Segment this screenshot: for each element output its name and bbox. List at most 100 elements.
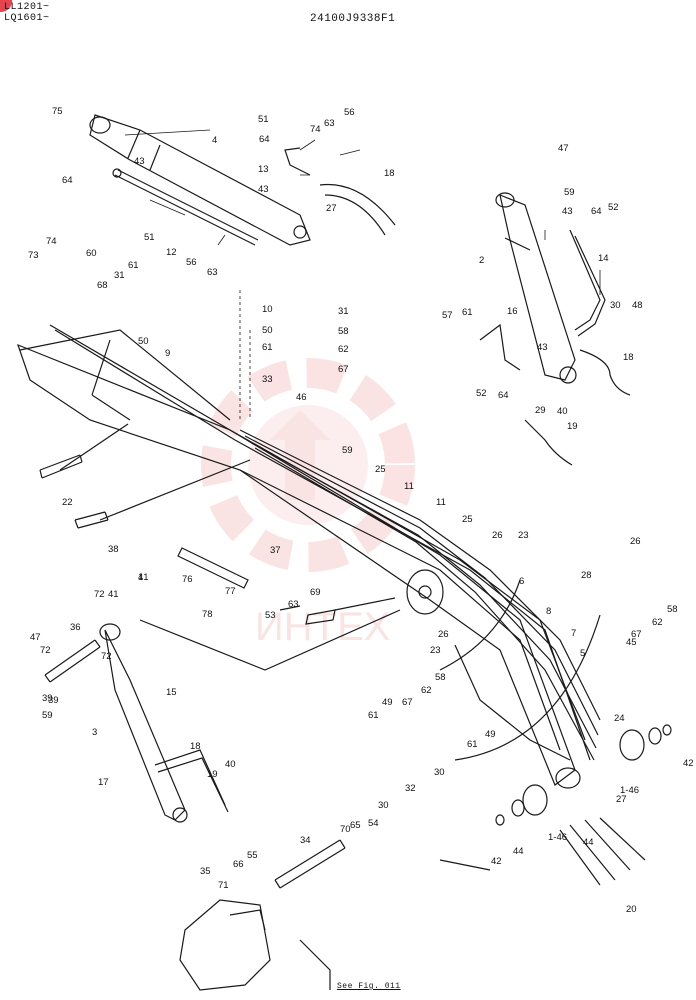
part-callout-4: 4 bbox=[212, 135, 217, 146]
part-callout-31: 31 bbox=[114, 270, 125, 281]
part-callout-20: 20 bbox=[626, 904, 637, 915]
part-callout-64: 64 bbox=[591, 206, 602, 217]
part-callout-65: 65 bbox=[350, 820, 361, 831]
part-callout-75: 75 bbox=[52, 106, 63, 117]
pipe-16 bbox=[479, 323, 521, 371]
part-callout-35: 35 bbox=[200, 866, 211, 877]
part-callout-72: 72 bbox=[94, 589, 105, 600]
hose-18-top bbox=[319, 183, 396, 236]
part-callout-58: 58 bbox=[667, 604, 678, 615]
part-callout-59: 59 bbox=[342, 445, 353, 456]
part-callout-26: 26 bbox=[492, 530, 503, 541]
part-callout-57: 57 bbox=[442, 310, 453, 321]
hose-18-right bbox=[579, 349, 631, 396]
part-callout-47: 47 bbox=[30, 632, 41, 643]
part-callout-1-46: 1-46 bbox=[548, 832, 567, 843]
pipe-12 bbox=[114, 169, 259, 246]
callout-labels: 7545164746356134318274364511256637460736… bbox=[28, 106, 694, 915]
part-callout-63: 63 bbox=[288, 599, 299, 610]
part-callout-61: 61 bbox=[467, 739, 478, 750]
part-callout-28: 28 bbox=[581, 570, 592, 581]
part-callout-51: 51 bbox=[144, 232, 155, 243]
pin-38 bbox=[39, 454, 83, 479]
part-callout-68: 68 bbox=[97, 280, 108, 291]
part-callout-19: 19 bbox=[207, 769, 218, 780]
part-callout-19: 19 bbox=[567, 421, 578, 432]
pipe-14 bbox=[569, 229, 601, 331]
part-callout-1: 1 bbox=[138, 572, 143, 583]
part-callout-53: 53 bbox=[265, 610, 276, 621]
part-callout-58: 58 bbox=[338, 326, 349, 337]
part-callout-58: 58 bbox=[435, 672, 446, 683]
part-callout-45: 45 bbox=[626, 637, 637, 648]
part-callout-30: 30 bbox=[434, 767, 445, 778]
part-callout-42: 42 bbox=[683, 758, 694, 769]
part-callout-52: 52 bbox=[476, 388, 487, 399]
part-callout-67: 67 bbox=[402, 697, 413, 708]
part-callout-51: 51 bbox=[258, 114, 269, 125]
part-callout-52: 52 bbox=[608, 202, 619, 213]
part-callout-63: 63 bbox=[324, 118, 335, 129]
bracket-base bbox=[179, 899, 271, 991]
series-line-2: LQ1601~ bbox=[4, 13, 50, 24]
part-callout-27: 27 bbox=[326, 203, 337, 214]
boom-cylinder-3 bbox=[104, 629, 186, 821]
part-callout-61: 61 bbox=[368, 710, 379, 721]
part-callout-31: 31 bbox=[338, 306, 349, 317]
series-line-1: LL1201~ bbox=[4, 2, 50, 13]
part-callout-25: 25 bbox=[462, 514, 473, 525]
pin-34 bbox=[274, 839, 346, 889]
part-callout-14: 14 bbox=[598, 253, 609, 264]
part-callout-69: 69 bbox=[310, 587, 321, 598]
part-callout-64: 64 bbox=[498, 390, 509, 401]
part-callout-12: 12 bbox=[166, 247, 177, 258]
part-callout-56: 56 bbox=[344, 107, 355, 118]
part-callout-62: 62 bbox=[652, 617, 663, 628]
part-callout-47: 47 bbox=[558, 143, 569, 154]
part-callout-49: 49 bbox=[485, 729, 496, 740]
part-callout-49: 49 bbox=[382, 697, 393, 708]
part-callout-34: 34 bbox=[300, 835, 311, 846]
part-callout-72: 72 bbox=[101, 651, 112, 662]
part-callout-61: 61 bbox=[128, 260, 139, 271]
part-callout-39: 39 bbox=[42, 693, 53, 704]
part-callout-26: 26 bbox=[630, 536, 641, 547]
part-callout-27: 27 bbox=[616, 794, 627, 805]
part-callout-2: 2 bbox=[479, 255, 484, 266]
part-callout-3: 3 bbox=[92, 727, 97, 738]
hoses-20 bbox=[559, 817, 646, 886]
part-callout-43: 43 bbox=[258, 184, 269, 195]
part-callout-74: 74 bbox=[46, 236, 57, 247]
plate-76 bbox=[177, 547, 249, 589]
part-callout-8: 8 bbox=[546, 606, 551, 617]
part-callout-41: 41 bbox=[138, 572, 149, 583]
watermark-gear-logo bbox=[201, 358, 415, 572]
part-callout-24: 24 bbox=[614, 713, 625, 724]
part-callout-18: 18 bbox=[623, 352, 634, 363]
part-callout-29: 29 bbox=[535, 405, 546, 416]
part-callout-1-46: 1-46 bbox=[620, 785, 639, 796]
part-callout-43: 43 bbox=[537, 342, 548, 353]
part-callout-40: 40 bbox=[225, 759, 236, 770]
pin-36 bbox=[44, 639, 101, 683]
part-callout-62: 62 bbox=[421, 685, 432, 696]
pin-37 bbox=[74, 511, 109, 529]
part-callout-44: 44 bbox=[583, 837, 594, 848]
hose-19 bbox=[524, 419, 573, 466]
part-callout-16: 16 bbox=[507, 306, 518, 317]
part-callout-43: 43 bbox=[134, 156, 145, 167]
part-callout-9: 9 bbox=[165, 348, 170, 359]
see-fig-reference: See Fig. 011 bbox=[337, 982, 401, 991]
part-callout-50: 50 bbox=[262, 325, 273, 336]
part-callout-32: 32 bbox=[405, 783, 416, 794]
part-callout-74: 74 bbox=[310, 124, 321, 135]
part-callout-70: 70 bbox=[340, 824, 351, 835]
part-callout-30: 30 bbox=[610, 300, 621, 311]
part-callout-37: 37 bbox=[270, 545, 281, 556]
part-callout-59: 59 bbox=[42, 710, 53, 721]
part-callout-73: 73 bbox=[28, 250, 39, 261]
part-callout-38: 38 bbox=[108, 544, 119, 555]
part-callout-18: 18 bbox=[384, 168, 395, 179]
